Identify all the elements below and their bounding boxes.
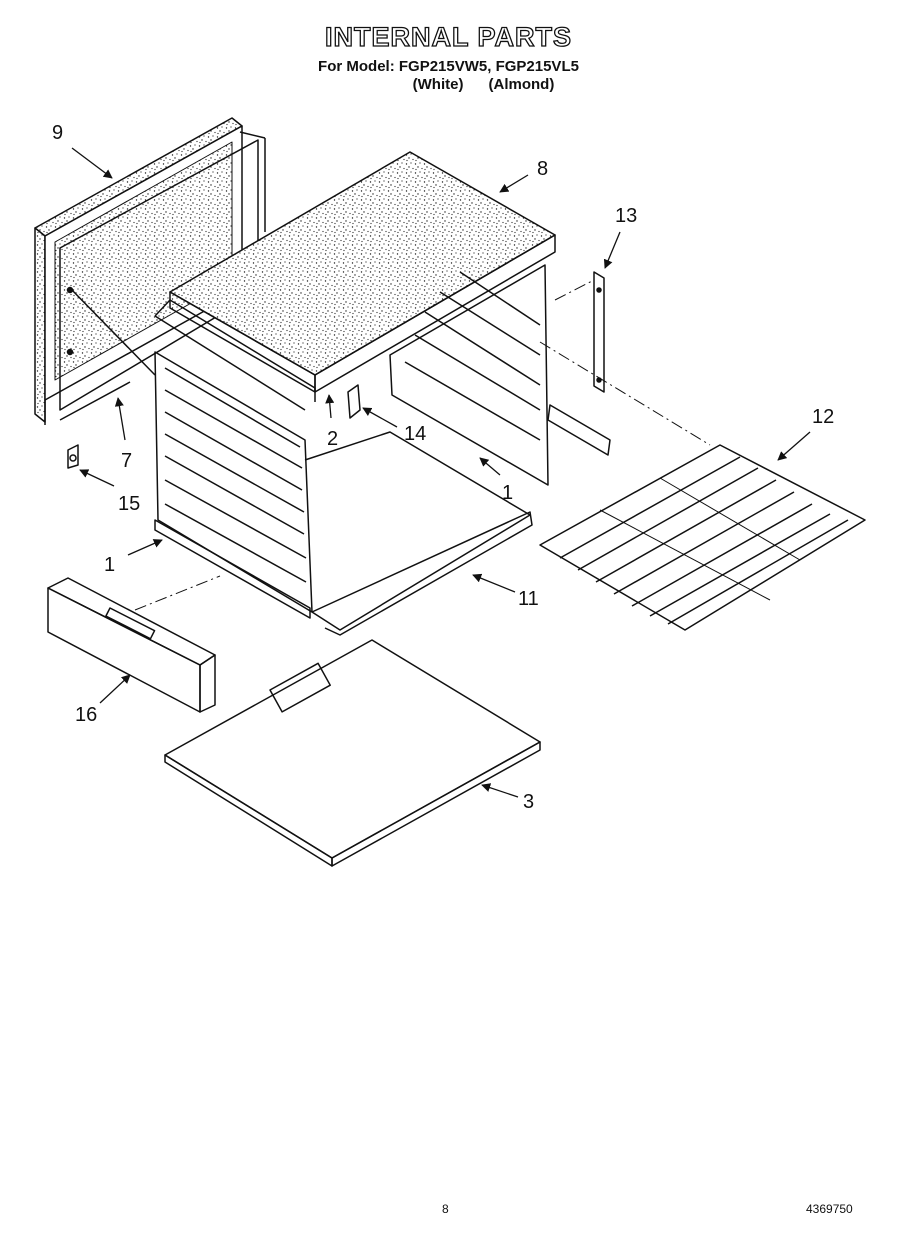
model-line: For Model: FGP215VW5, FGP215VL5 <box>318 58 579 75</box>
color-white-label: (White) <box>412 76 464 93</box>
callout-16: 16 <box>75 704 97 726</box>
callout-3: 3 <box>523 791 534 813</box>
callout-14: 14 <box>404 423 426 445</box>
callout-15: 15 <box>118 493 140 515</box>
callout-8: 8 <box>537 158 548 180</box>
callout-13: 13 <box>615 205 637 227</box>
callout-9: 9 <box>52 122 63 144</box>
page-title: INTERNAL PARTS <box>324 21 572 52</box>
callout-1-right: 1 <box>502 482 513 504</box>
callout-12: 12 <box>812 406 834 428</box>
callout-2: 2 <box>327 428 338 450</box>
part-14-bracket <box>347 384 361 419</box>
color-line: (White) (Almond) <box>0 76 897 93</box>
part-9-insulation-panel <box>34 117 266 425</box>
callout-leaders <box>71 147 811 798</box>
callout-1-left: 1 <box>104 554 115 576</box>
part-1-left-rail <box>154 519 311 619</box>
part-3-bottom-plate <box>164 639 541 867</box>
part-12-oven-rack <box>539 444 866 631</box>
part-15-clip <box>67 444 79 469</box>
part-2-oven-liner <box>154 264 549 631</box>
page-number: 8 <box>442 1202 449 1216</box>
callout-11: 11 <box>518 588 539 610</box>
part-11-bottom-panel <box>311 511 533 636</box>
part-16-front-trim <box>47 577 216 713</box>
callout-7: 7 <box>121 450 132 472</box>
part-8-top-insulation <box>169 151 556 393</box>
alignment-lines <box>134 279 711 611</box>
color-almond-label: (Almond) <box>488 76 555 93</box>
document-number: 4369750 <box>806 1202 853 1216</box>
part-13-strip <box>593 271 605 393</box>
part-1-right-rail <box>547 404 611 456</box>
